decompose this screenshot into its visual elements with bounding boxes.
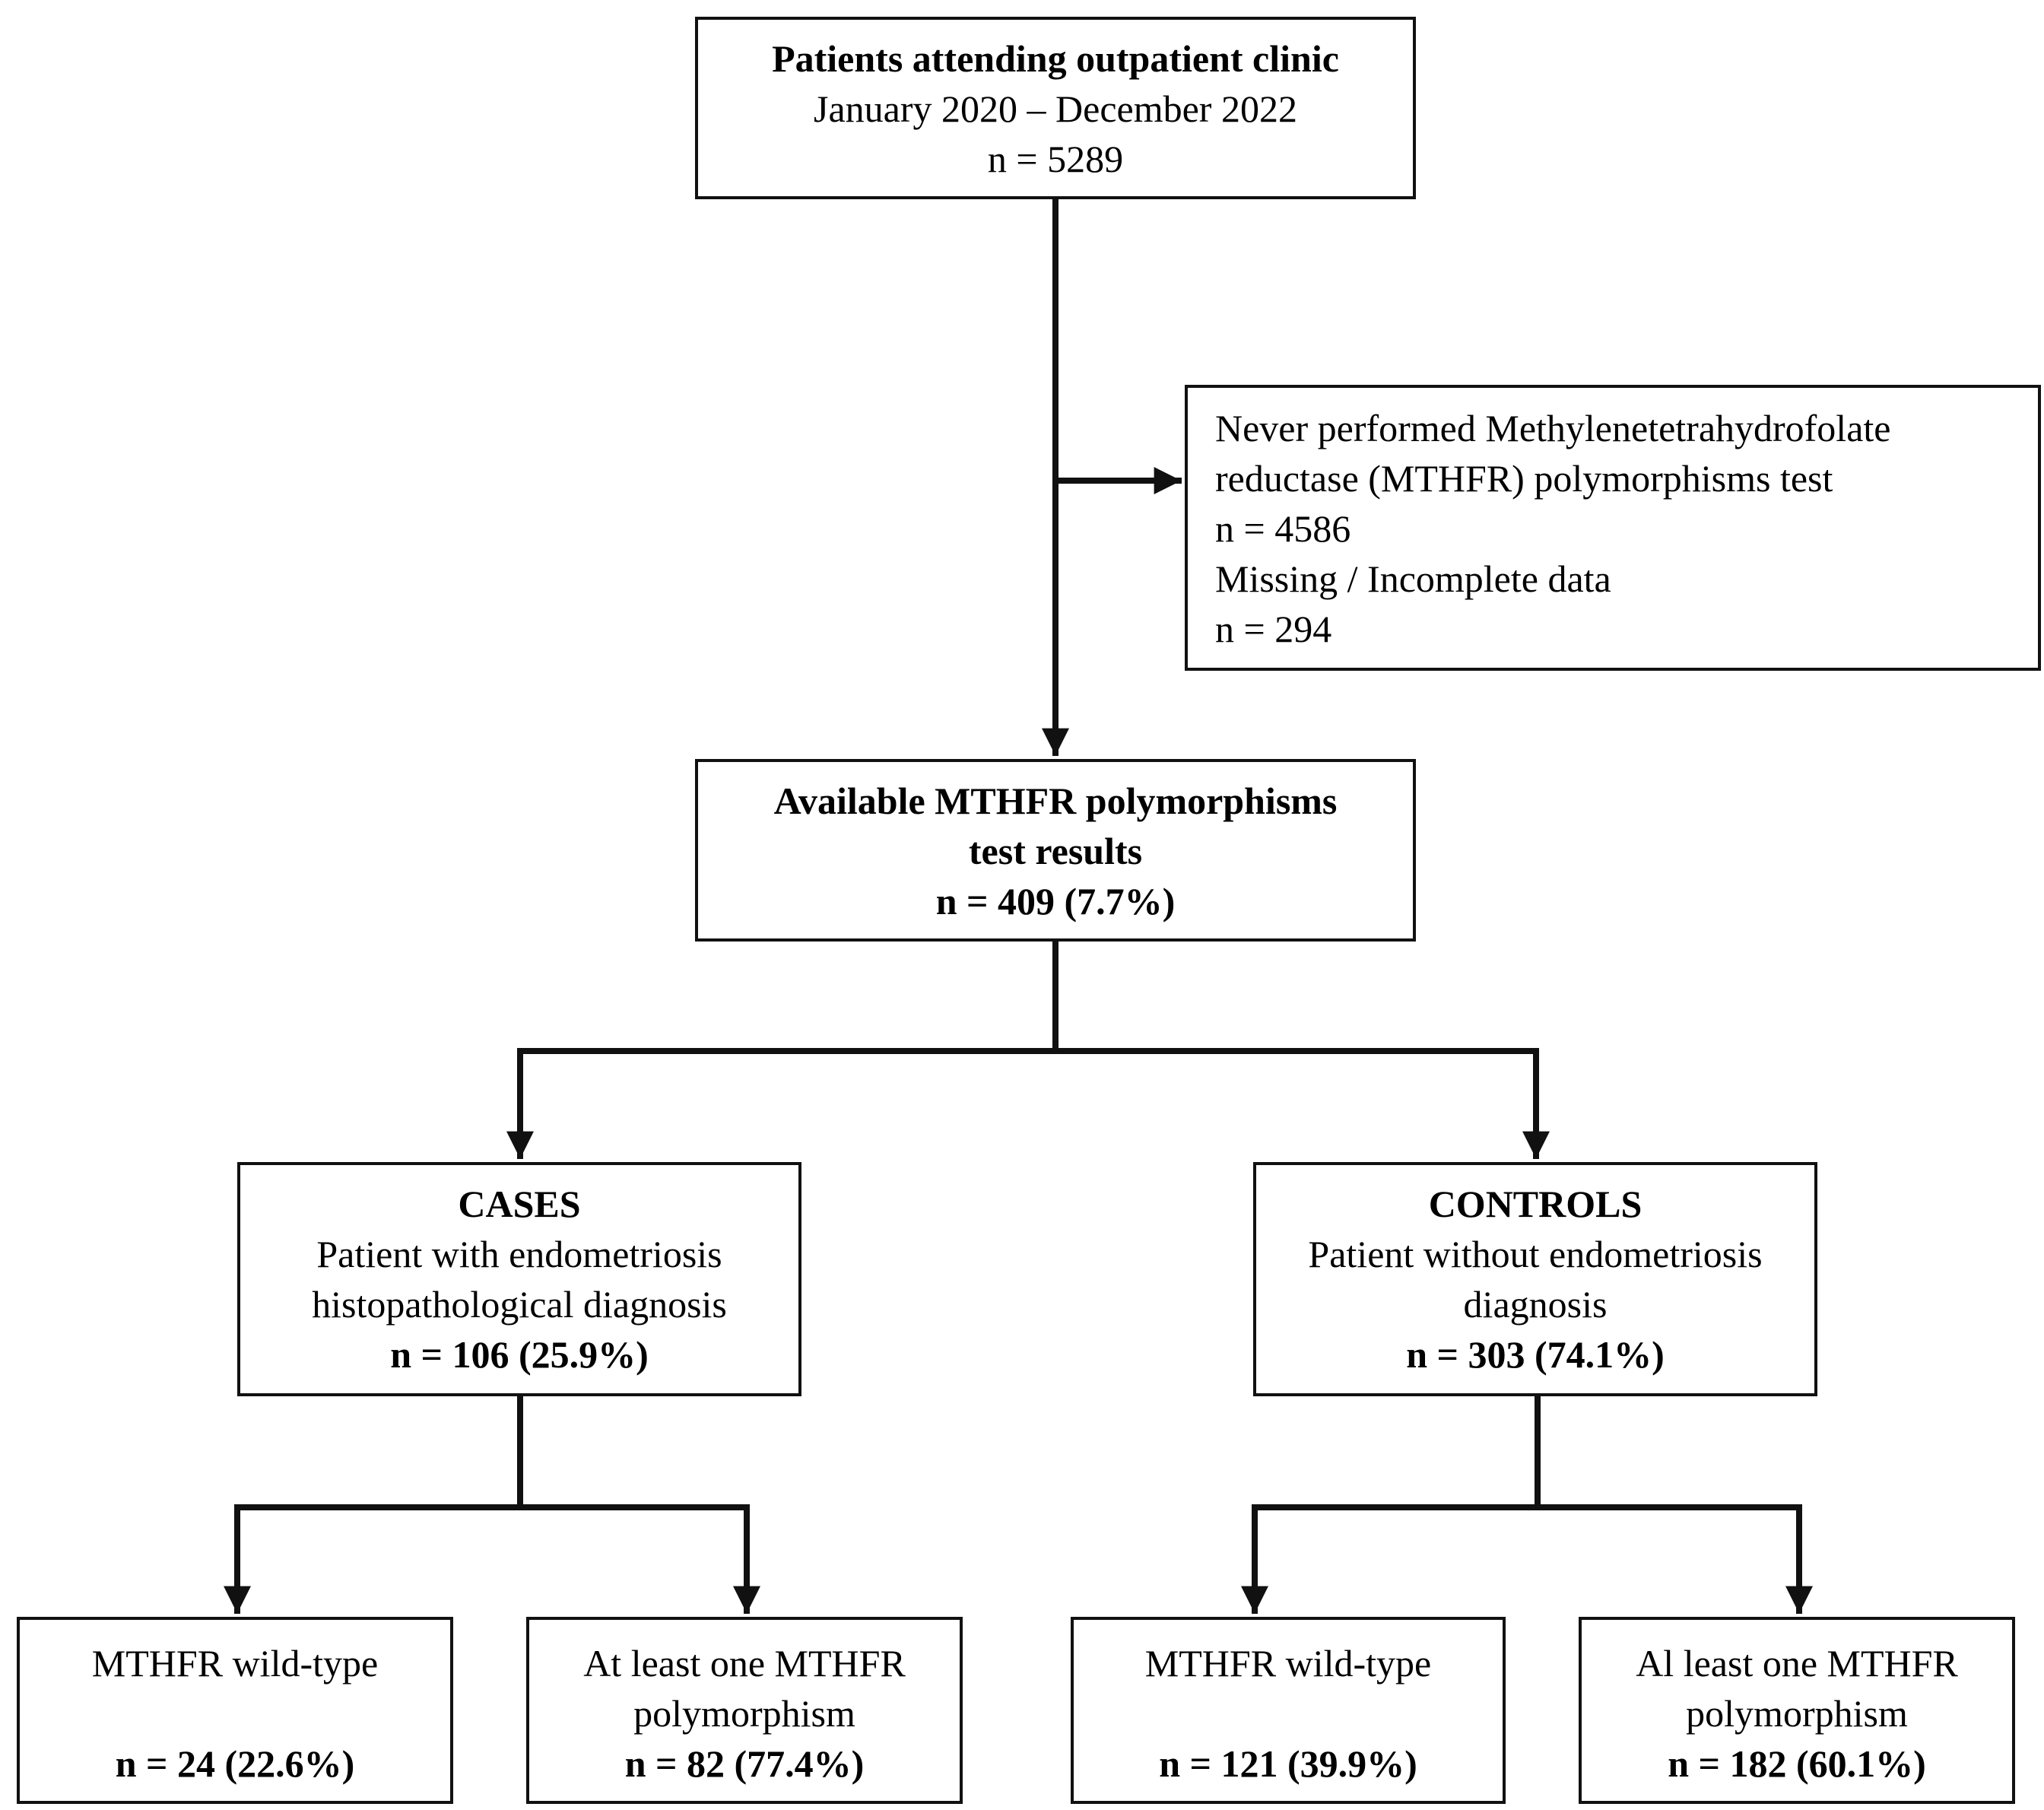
cases-count: n = 106 (25.9%) bbox=[390, 1333, 649, 1376]
cases-wildtype-label: MTHFR wild-type bbox=[91, 1642, 379, 1685]
box-controls-polymorphism: Al least one MTHFR polymorphism n = 182 … bbox=[1579, 1617, 2015, 1804]
top-box-count: n = 5289 bbox=[987, 138, 1124, 180]
controls-polymorphism-line-2: polymorphism bbox=[1686, 1692, 1908, 1735]
excluded-count-2: n = 294 bbox=[1215, 608, 1332, 650]
controls-polymorphism-line-1: Al least one MTHFR bbox=[1636, 1642, 1958, 1685]
box-cases-wildtype: MTHFR wild-type n = 24 (22.6%) bbox=[17, 1617, 453, 1804]
controls-count: n = 303 (74.1%) bbox=[1406, 1333, 1665, 1376]
box-excluded: Never performed Methylenetetrahydrofolat… bbox=[1185, 385, 2041, 671]
available-line-2: test results bbox=[968, 830, 1143, 872]
cases-line-1: Patient with endometriosis bbox=[316, 1233, 722, 1275]
top-box-period: January 2020 – December 2022 bbox=[814, 87, 1297, 130]
controls-line-2: diagnosis bbox=[1463, 1283, 1608, 1326]
box-cases: CASES Patient with endometriosis histopa… bbox=[237, 1162, 801, 1396]
excluded-line-3: Missing / Incomplete data bbox=[1215, 557, 1611, 600]
box-controls: CONTROLS Patient without endometriosis d… bbox=[1253, 1162, 1817, 1396]
controls-wildtype-spacer bbox=[1074, 1688, 1503, 1739]
available-line-1: Available MTHFR polymorphisms bbox=[773, 780, 1338, 822]
cases-polymorphism-line-1: At least one MTHFR bbox=[583, 1642, 906, 1685]
cases-polymorphism-line-2: polymorphism bbox=[633, 1692, 855, 1735]
cases-title: CASES bbox=[458, 1183, 581, 1225]
box-cases-polymorphism: At least one MTHFR polymorphism n = 82 (… bbox=[526, 1617, 963, 1804]
excluded-line-2: reductase (MTHFR) polymorphisms test bbox=[1215, 457, 1833, 500]
controls-line-1: Patient without endometriosis bbox=[1308, 1233, 1763, 1275]
cases-wildtype-spacer bbox=[20, 1688, 450, 1739]
controls-wildtype-count: n = 121 (39.9%) bbox=[1159, 1742, 1417, 1785]
cases-line-2: histopathological diagnosis bbox=[312, 1283, 727, 1326]
available-count: n = 409 (7.7%) bbox=[935, 880, 1176, 922]
controls-polymorphism-count: n = 182 (60.1%) bbox=[1668, 1742, 1926, 1785]
box-controls-wildtype: MTHFR wild-type n = 121 (39.9%) bbox=[1071, 1617, 1506, 1804]
controls-title: CONTROLS bbox=[1428, 1183, 1642, 1225]
box-patients-attending: Patients attending outpatient clinic Jan… bbox=[695, 17, 1416, 199]
excluded-line-1: Never performed Methylenetetrahydrofolat… bbox=[1215, 407, 1891, 449]
excluded-count-1: n = 4586 bbox=[1215, 507, 1351, 550]
controls-wildtype-label: MTHFR wild-type bbox=[1144, 1642, 1432, 1685]
cases-wildtype-count: n = 24 (22.6%) bbox=[115, 1742, 355, 1785]
top-box-title: Patients attending outpatient clinic bbox=[772, 37, 1339, 80]
box-available-results: Available MTHFR polymorphisms test resul… bbox=[695, 759, 1416, 942]
cases-polymorphism-count: n = 82 (77.4%) bbox=[624, 1742, 865, 1785]
